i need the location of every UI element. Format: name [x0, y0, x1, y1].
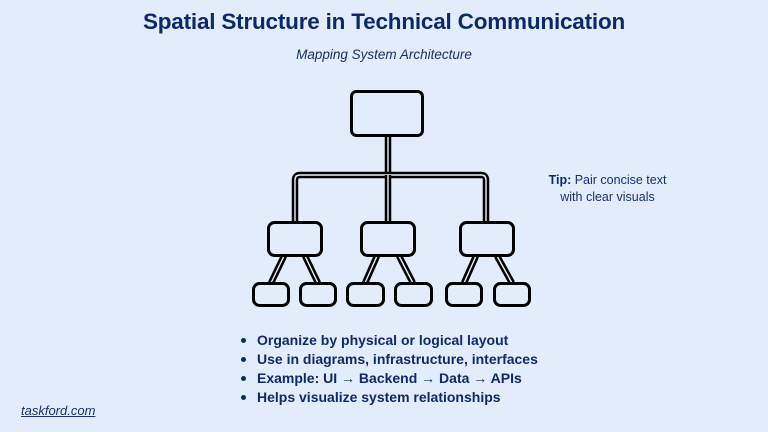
- connector-leaf-4: [396, 254, 416, 285]
- tip-text-line2: with clear visuals: [560, 190, 655, 204]
- bullet-text: Example: UI → Backend → Data → APIs: [257, 370, 522, 386]
- bullet-item: Use in diagrams, infrastructure, interfa…: [236, 350, 538, 369]
- bullet-dot-icon: [241, 376, 246, 381]
- tip-label: Tip:: [548, 173, 572, 187]
- bullet-dot-icon: [241, 395, 246, 400]
- bullet-item: Organize by physical or logical layout: [236, 331, 538, 350]
- connector-leaf-3: [362, 254, 380, 285]
- connector-leaf-2: [302, 254, 321, 285]
- bullet-dot-icon: [241, 338, 246, 343]
- child-node-left: [267, 221, 323, 257]
- tip-text-line1: Pair concise text: [571, 173, 667, 187]
- footer-website-link[interactable]: taskford.com: [21, 403, 96, 418]
- leaf-node: [445, 282, 483, 307]
- bullet-list: Organize by physical or logical layout U…: [236, 331, 538, 407]
- bullet-text: Organize by physical or logical layout: [257, 332, 509, 348]
- tip-callout: Tip: Pair concise text with clear visual…: [530, 172, 685, 206]
- bullet-item: Example: UI → Backend → Data → APIs: [236, 369, 538, 388]
- leaf-node: [394, 282, 433, 307]
- slide-title: Spatial Structure in Technical Communica…: [142, 9, 626, 34]
- connector-leaf-1: [268, 254, 287, 285]
- leaf-node: [493, 282, 531, 307]
- bullet-text: Helps visualize system relationships: [257, 389, 501, 405]
- leaf-node: [299, 282, 337, 307]
- bullet-text: Use in diagrams, infrastructure, interfa…: [257, 351, 538, 367]
- leaf-node: [252, 282, 290, 307]
- child-node-middle: [360, 221, 416, 257]
- slide-subtitle: Mapping System Architecture: [296, 47, 472, 62]
- leaf-node: [346, 282, 385, 307]
- bullet-dot-icon: [241, 357, 246, 362]
- root-node: [350, 90, 424, 137]
- bullet-item: Helps visualize system relationships: [236, 388, 538, 407]
- connector-leaf-5: [461, 254, 479, 285]
- child-node-right: [459, 221, 515, 257]
- connector-leaf-6: [494, 254, 515, 285]
